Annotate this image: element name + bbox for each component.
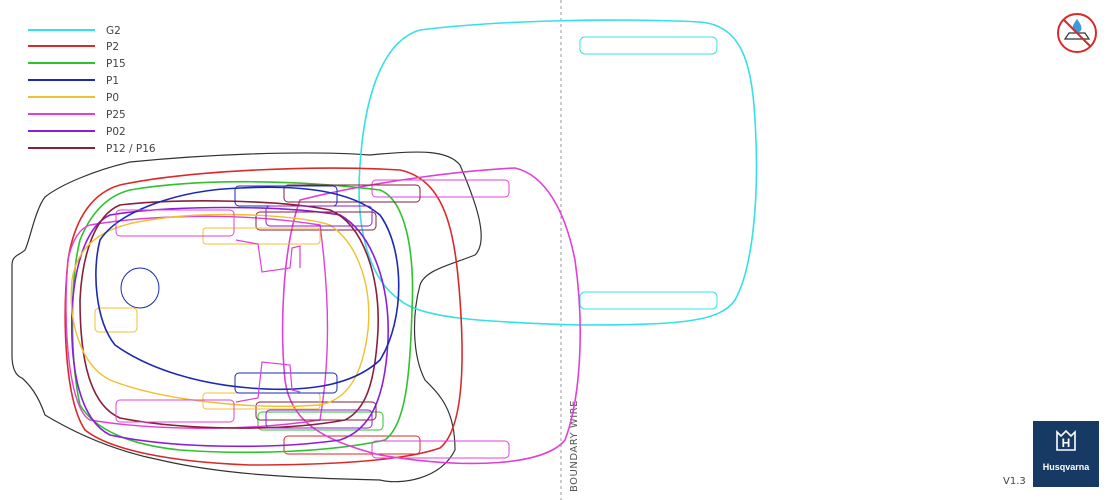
p12-p16-wheel-bottom (255, 401, 377, 421)
p0-footprint (70, 213, 370, 410)
p25-wheel-bottom (371, 440, 510, 459)
p0-front-bumper (94, 307, 138, 333)
p0-outline (70, 213, 370, 407)
p1-footprint (95, 185, 400, 394)
svg-text:H: H (1062, 436, 1071, 450)
legend-label: P0 (106, 92, 119, 104)
p12-p16-footprint (79, 184, 421, 429)
p25-outline (281, 167, 582, 465)
g2-outline (358, 19, 758, 326)
legend-label: G2 (106, 25, 121, 37)
legend-item: P12 / P16 (28, 143, 156, 155)
g2-footprint (358, 19, 758, 326)
p25-top-notch (235, 239, 301, 273)
p02-wheel-top (265, 205, 373, 227)
p1-rear-wheel (120, 267, 160, 309)
p1-wheel-top (234, 185, 338, 207)
p02-wheel-bottom (265, 409, 373, 429)
p25-left-wheel-top (115, 209, 235, 237)
brand-name: Husqvarna (1043, 462, 1091, 472)
legend-label: P2 (106, 41, 119, 53)
p12-p16-wheel-top (283, 184, 421, 203)
p15-wheel-bottom (257, 411, 384, 431)
p25-left-wheel-bottom (115, 399, 235, 423)
no-water-washing-icon (1057, 13, 1097, 53)
legend-label: P25 (106, 109, 126, 121)
legend-label: P15 (106, 58, 126, 70)
p12-p16-outline (79, 200, 379, 429)
p1-outline (95, 186, 400, 391)
g2-wheel-top (579, 36, 718, 55)
legend: G2 P2 P15 P1 P0 P25 P02 P12 / P16 (28, 25, 156, 155)
p02-footprint (70, 206, 389, 448)
version-label: V1.3 (1003, 476, 1026, 487)
legend-item: P15 (28, 58, 126, 70)
p12-p16-wheel-mid (255, 211, 377, 231)
p25-wheel-top (371, 179, 510, 198)
p1-wheel-bottom (234, 372, 338, 394)
legend-item: P25 (28, 109, 126, 121)
legend-item: P02 (28, 126, 126, 138)
p25-bottom-notch (235, 361, 301, 403)
p2-outline (64, 167, 463, 466)
legend-label: P12 / P16 (106, 143, 156, 155)
legend-item: G2 (28, 25, 121, 37)
boundary-wire-label: BOUNDARY WIRE (569, 400, 580, 492)
p02-outline (70, 206, 389, 448)
husqvarna-logo: H Husqvarna (1033, 421, 1099, 487)
legend-label: P1 (106, 75, 119, 87)
legend-item: P0 (28, 92, 119, 104)
g2-wheel-bottom (579, 291, 718, 310)
legend-item: P1 (28, 75, 119, 87)
legend-item: P2 (28, 41, 119, 53)
husqvarna-crown-h-logo: H (1056, 429, 1076, 451)
legend-label: P02 (106, 126, 126, 138)
